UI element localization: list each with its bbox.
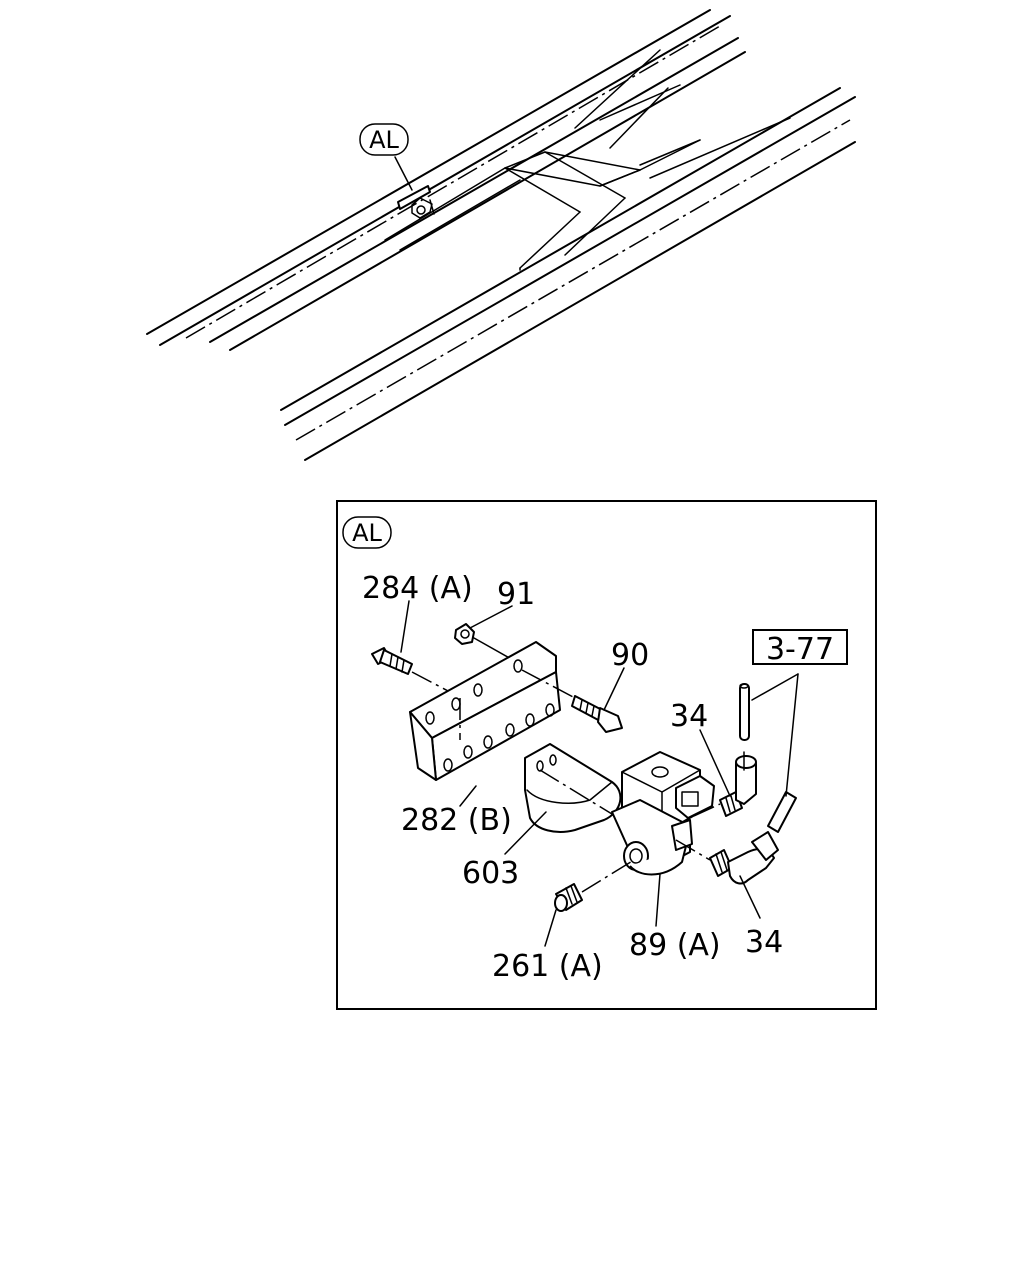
callout-tag-top: AL — [359, 123, 409, 156]
label-89a: 89 (A) — [629, 928, 721, 963]
svg-text:AL: AL — [369, 126, 399, 154]
clamp-603 — [524, 743, 626, 833]
label-34-upper: 34 — [670, 699, 708, 734]
svg-text:AL: AL — [352, 519, 382, 547]
label-284a: 284 (A) — [362, 571, 473, 606]
label-282b: 282 (B) — [401, 803, 512, 838]
label-90: 90 — [611, 638, 649, 673]
bolt-90 — [521, 669, 623, 733]
part-labels: 284 (A) 91 90 34 282 (B) 603 89 (A) 34 2… — [362, 571, 783, 984]
fitting-34-lower — [675, 831, 779, 885]
label-261a: 261 (A) — [492, 949, 603, 984]
plug-261a — [554, 859, 635, 912]
detail-frame — [336, 500, 877, 1010]
bolt-284a — [371, 647, 451, 693]
leader-lines — [400, 600, 761, 947]
pipe-3-77 — [739, 673, 799, 833]
solenoid-valve-89a — [611, 751, 715, 876]
callout-tag-inset: AL — [342, 516, 392, 549]
svg-text:3-77: 3-77 — [766, 632, 834, 667]
label-603: 603 — [462, 856, 519, 891]
chassis-frame — [146, 9, 856, 461]
fitting-34-upper — [693, 751, 757, 817]
reference-box-3-77: 3-77 — [752, 629, 848, 667]
label-91: 91 — [497, 577, 535, 612]
nut-91 — [454, 623, 521, 665]
bracket-282b — [409, 641, 561, 781]
label-34-lower: 34 — [745, 925, 783, 960]
